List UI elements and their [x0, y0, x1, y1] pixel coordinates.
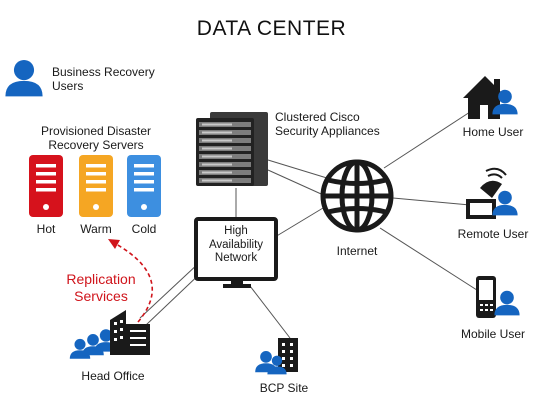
server-icon-hot [29, 155, 63, 217]
cisco-label-line2: Security Appliances [275, 124, 380, 138]
line-internet-home [383, 111, 471, 169]
provisioned-servers-label: Provisioned Disaster Recovery Servers [26, 124, 166, 152]
ha-network-label-line1: High [224, 225, 248, 237]
globe-icon [320, 159, 394, 233]
line-cisco-internet-2 [267, 169, 331, 199]
office-building-icon [110, 310, 150, 355]
business-recovery-label-line1: Business Recovery [52, 65, 155, 79]
server-warm-label: Warm [80, 222, 112, 236]
server-icon-cold [127, 155, 161, 217]
monitor-icon [194, 217, 278, 288]
provisioned-servers-label-line1: Provisioned Disaster [40, 124, 152, 138]
line-internet-mobile [379, 227, 481, 293]
line-network-headoffice [139, 261, 201, 319]
ha-network-label: High Availability Network [198, 225, 274, 266]
mobile-phone-icon [476, 276, 496, 318]
business-recovery-label-line2: Users [52, 79, 84, 93]
cisco-label: Clustered Cisco Security Appliances [275, 110, 380, 138]
replication-arrow [115, 243, 154, 323]
internet-label: Internet [336, 244, 378, 258]
line-internet-remote [392, 197, 471, 206]
server-hot-label: Hot [36, 222, 56, 236]
person-icon [492, 190, 518, 216]
home-user-label: Home User [462, 125, 524, 139]
ha-network-label-line2: Availability [208, 238, 264, 251]
line-network-bcp [249, 285, 291, 339]
person-icon [494, 290, 520, 316]
diagram-title: DATA CENTER [196, 17, 347, 40]
tower-building-icon [278, 338, 298, 372]
replication-label-line2: Services [74, 288, 128, 304]
business-recovery-label: Business Recovery Users [52, 65, 155, 93]
connection-lines [139, 111, 481, 339]
mobile-user-label: Mobile User [460, 327, 526, 341]
person-icon [5, 59, 43, 97]
replication-label-line1: Replication [66, 271, 136, 287]
house-icon [463, 76, 507, 119]
server-cold-label: Cold [131, 222, 157, 236]
line-network-internet [269, 204, 329, 241]
replication-services-label: Replication Services [46, 271, 156, 305]
provisioned-servers-label-line2: Recovery Servers [48, 138, 144, 152]
head-office-label: Head Office [81, 369, 145, 383]
cisco-label-line1: Clustered Cisco [275, 110, 360, 124]
ha-network-label-line3: Network [214, 252, 258, 264]
server-icon-warm [79, 155, 113, 217]
remote-user-label: Remote User [457, 227, 529, 241]
rack-server-icon [196, 112, 268, 186]
bcp-site-label: BCP Site [259, 381, 309, 395]
arrow-head-icon [108, 239, 120, 249]
satellite-dish-icon [466, 167, 507, 219]
